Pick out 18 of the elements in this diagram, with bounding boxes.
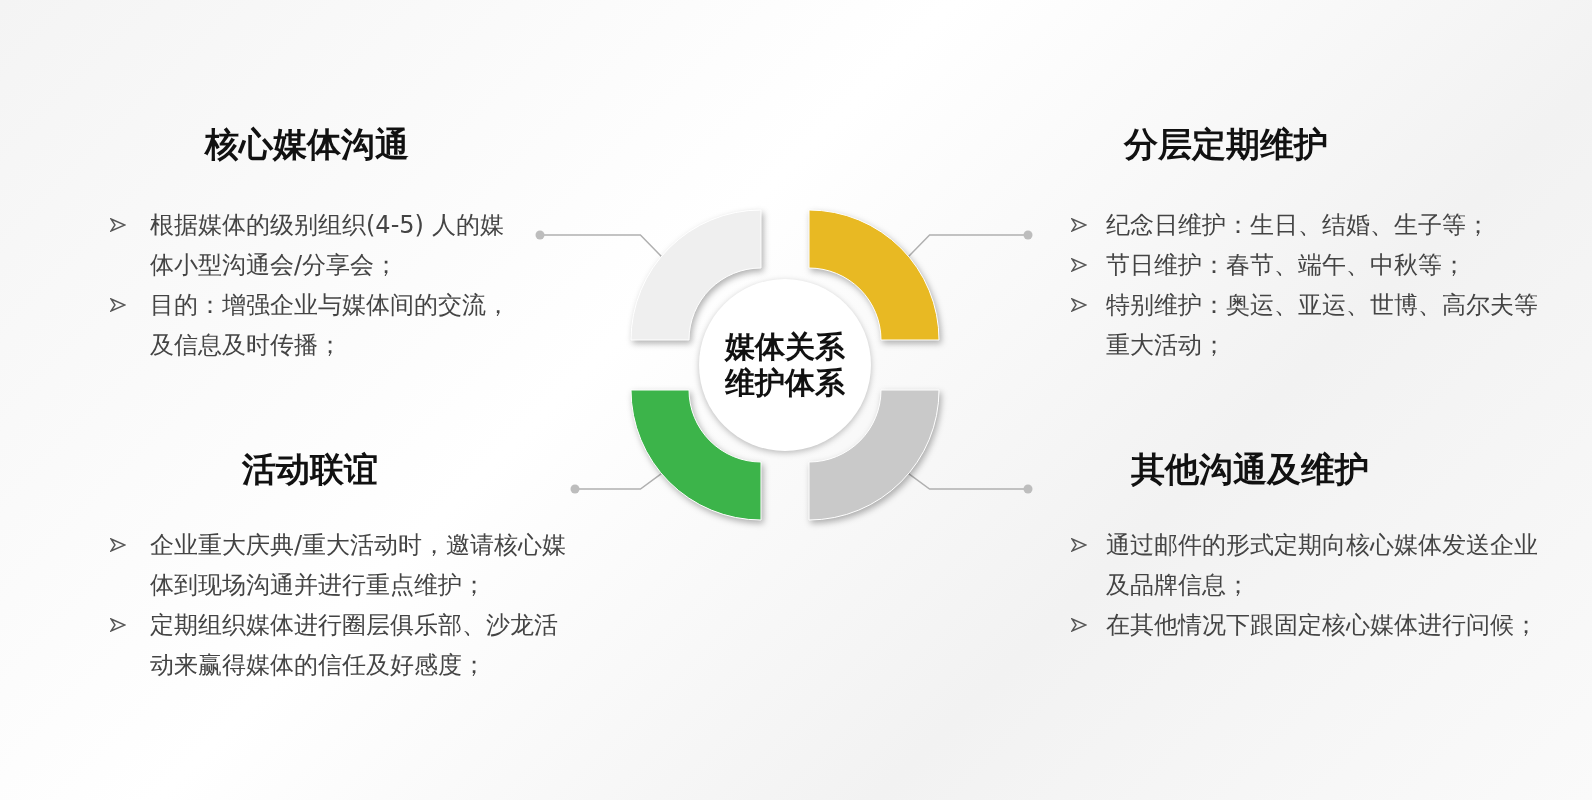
bullet-text: 特别维护：奥运、亚运、世博、高尔夫等重大活动； <box>1106 290 1538 361</box>
leader-line <box>570 472 663 494</box>
section-heading: 分层定期维护 <box>1124 123 1328 166</box>
bullet-text: 目的：增强企业与媒体间的交流，及信息及时传播； <box>150 290 511 361</box>
section-heading: 活动联谊 <box>242 448 378 491</box>
bullet-text: 定期组织媒体进行圈层俱乐部、沙龙活动来赢得媒体的信任及好感度； <box>150 610 559 681</box>
center-title: 媒体关系维护体系 <box>723 329 846 401</box>
leader-line <box>535 230 663 258</box>
leader-line <box>907 230 1033 258</box>
leader-line <box>907 472 1033 494</box>
section-heading: 核心媒体沟通 <box>205 123 409 166</box>
bullet-text: 通过邮件的形式定期向核心媒体发送企业及品牌信息； <box>1106 530 1538 601</box>
bullet-text: 企业重大庆典/重大活动时，邀请核心媒体到现场沟通并进行重点维护； <box>150 530 568 601</box>
section-heading: 其他沟通及维护 <box>1131 448 1369 491</box>
bullet-text: 节日维护：春节、端午、中秋等； <box>1106 250 1467 281</box>
bullet-text: 纪念日维护：生日、结婚、生子等； <box>1106 210 1491 241</box>
bullet-text: 根据媒体的级别组织(4-5) 人的媒体小型沟通会/分享会； <box>150 210 505 281</box>
bullet-text: 在其他情况下跟固定核心媒体进行问候； <box>1106 610 1538 641</box>
